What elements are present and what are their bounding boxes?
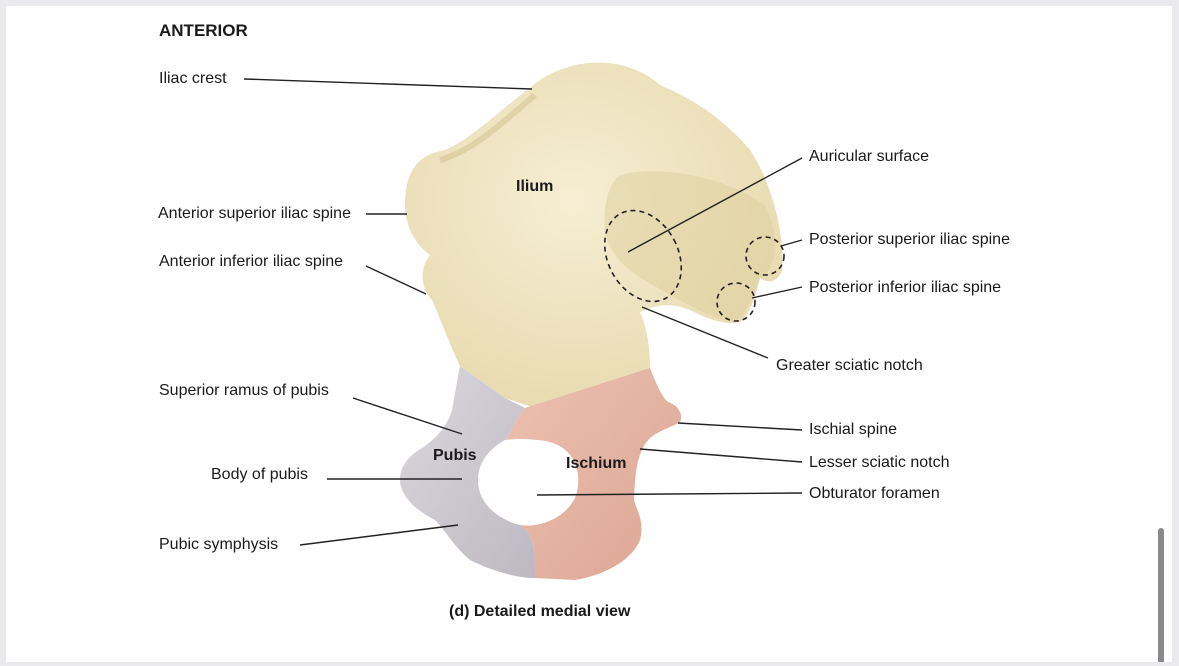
leader-piis bbox=[751, 286, 803, 299]
hip-bone-diagram bbox=[243, 62, 803, 580]
leader-lines bbox=[243, 78, 803, 546]
obturator-foramen-hole bbox=[478, 438, 579, 526]
leader-auricular-surface bbox=[627, 157, 803, 253]
label-anterior-inferior-iliac-spine: Anterior inferior iliac spine bbox=[159, 253, 344, 270]
leader-lesser-sciatic-notch bbox=[639, 448, 803, 463]
leader-psis bbox=[780, 239, 803, 247]
label-body-of-pubis: Body of pubis bbox=[211, 466, 308, 483]
orientation-heading: ANTERIOR bbox=[159, 21, 248, 40]
leader-greater-sciatic-notch bbox=[641, 306, 769, 359]
psis-outline bbox=[745, 236, 785, 276]
label-lesser-sciatic-notch: Lesser sciatic notch bbox=[809, 454, 950, 471]
figure-frame: ANTERIOR Iliac crest Anterior superior i… bbox=[6, 6, 1172, 662]
leader-iliac-crest bbox=[243, 78, 533, 90]
label-posterior-inferior-iliac-spine: Posterior inferior iliac spine bbox=[809, 279, 1002, 296]
leader-pubic-symphysis bbox=[299, 524, 459, 546]
leader-aiis bbox=[365, 265, 427, 295]
auricular-surface-outline bbox=[603, 209, 683, 303]
label-posterior-superior-iliac-spine: Posterior superior iliac spine bbox=[809, 231, 1010, 248]
label-auricular-surface: Auricular surface bbox=[809, 148, 930, 165]
label-anterior-superior-iliac-spine: Anterior superior iliac spine bbox=[158, 205, 351, 222]
ischium-region bbox=[505, 368, 682, 580]
label-obturator-foramen: Obturator foramen bbox=[809, 485, 940, 502]
figure-caption: (d) Detailed medial view bbox=[449, 603, 631, 620]
label-ischial-spine: Ischial spine bbox=[809, 421, 898, 438]
ilium-region bbox=[405, 62, 783, 408]
label-iliac-crest: Iliac crest bbox=[159, 70, 227, 87]
ilium-crest-shadow bbox=[439, 92, 537, 163]
ilium-shading bbox=[604, 171, 776, 322]
leader-superior-ramus bbox=[352, 397, 463, 435]
region-label-ilium: Ilium bbox=[516, 178, 554, 195]
piis-outline bbox=[716, 282, 756, 322]
leader-obturator-foramen bbox=[536, 492, 803, 496]
label-superior-ramus-of-pubis: Superior ramus of pubis bbox=[159, 382, 329, 399]
region-label-ischium: Ischium bbox=[566, 455, 627, 472]
region-label-pubis: Pubis bbox=[433, 447, 477, 464]
label-pubic-symphysis: Pubic symphysis bbox=[159, 536, 279, 553]
vertical-scrollbar[interactable] bbox=[1158, 528, 1164, 662]
pubis-region bbox=[400, 366, 535, 578]
label-greater-sciatic-notch: Greater sciatic notch bbox=[776, 357, 923, 374]
leader-ischial-spine bbox=[677, 422, 803, 431]
